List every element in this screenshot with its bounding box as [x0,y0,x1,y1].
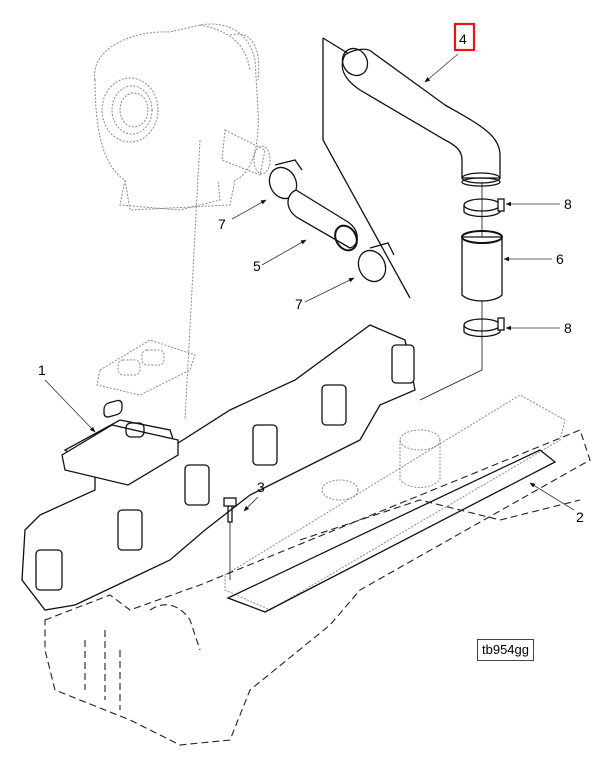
hose-clamp-part-8-lower [463,317,505,338]
callout-7-lower[interactable]: 7 [295,296,303,312]
rocker-cover-ghost [224,394,566,611]
callout-7-upper[interactable]: 7 [218,216,226,232]
callout-4[interactable]: 4 [459,31,467,47]
callout-2[interactable]: 2 [576,509,584,525]
hose-clamp-part-8-upper [463,198,505,218]
callout-3[interactable]: 3 [257,479,265,495]
hose-part-5 [287,189,358,252]
callout-8-upper[interactable]: 8 [564,196,572,212]
cylinder-head-dashed [44,429,591,746]
leader-7-upper [231,199,267,220]
leader-5 [261,239,307,266]
callout-6[interactable]: 6 [556,251,564,267]
leader-2 [529,482,575,511]
hose-clamp-part-7-lower [357,242,395,283]
leader-1 [44,379,96,433]
exhaust-manifold-part-1 [21,324,416,611]
turbo-gasket-ghost [96,339,196,396]
hose-part-6 [461,230,503,302]
leader-7-lower [304,277,355,303]
leader-3 [243,496,259,512]
assembly-centerline [419,182,483,401]
callout-5[interactable]: 5 [253,258,261,274]
bolt-part-3 [223,497,237,580]
callout-1[interactable]: 1 [38,362,46,378]
turbocharger-ghost [94,23,271,421]
callout-highlight-box [453,22,476,52]
rocker-cover-gasket-part-2 [226,449,557,613]
callout-8-lower[interactable]: 8 [564,320,572,336]
figure-id-label: tb954gg [477,639,534,661]
elbow-hose-part-4 [341,47,501,187]
leader-4 [424,53,459,83]
